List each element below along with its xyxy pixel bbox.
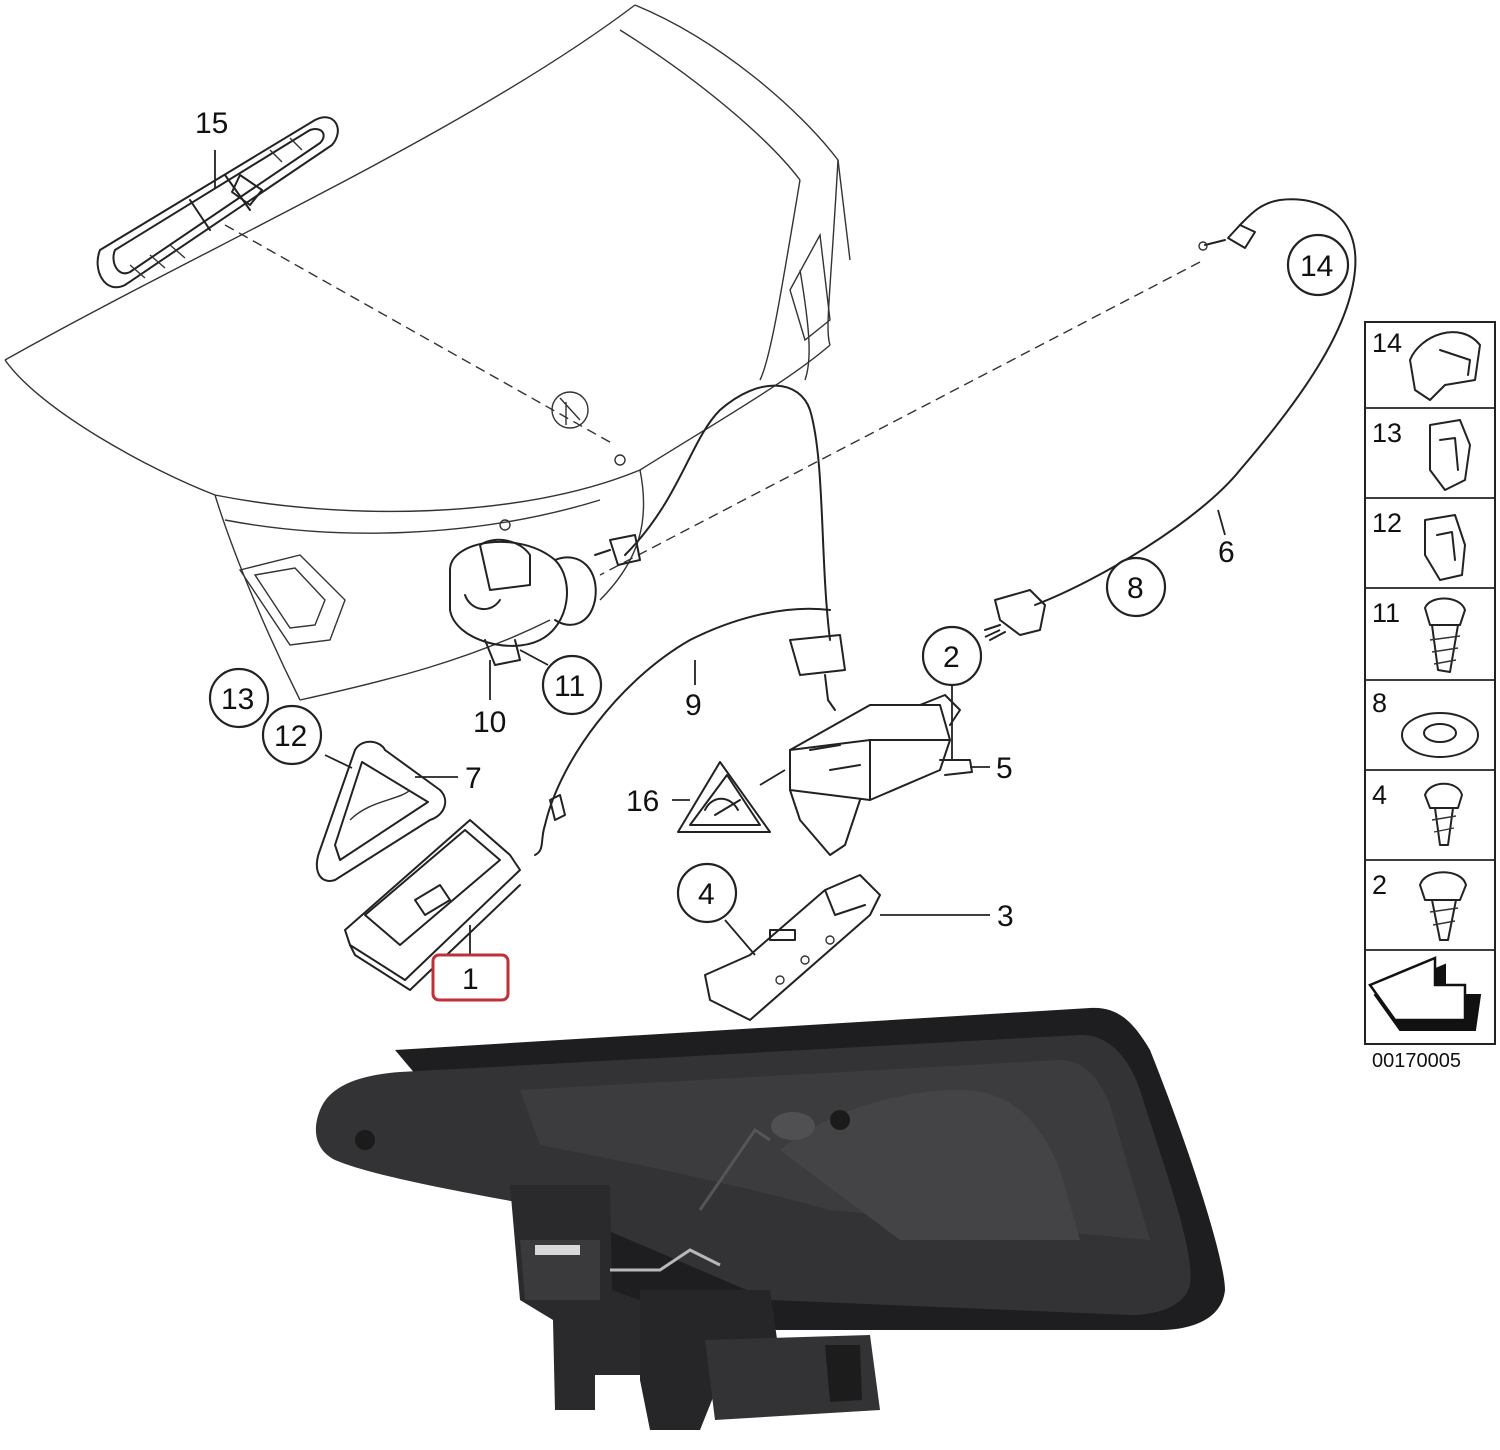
callout-3: 3 <box>997 900 1014 933</box>
part-3-bracket <box>704 874 881 1021</box>
legend-label-2: 2 <box>1372 870 1387 900</box>
callout-12-circle <box>261 704 323 766</box>
trunk-lid-outline <box>4 4 851 701</box>
callout-5: 5 <box>996 752 1013 785</box>
callout-12: 12 <box>274 720 307 753</box>
callout-11: 11 <box>554 670 585 703</box>
callout-4: 4 <box>698 878 715 911</box>
legend-icon-screw-2 <box>1419 871 1467 941</box>
part-9-cable <box>534 384 846 856</box>
callout-4-circle <box>676 862 738 924</box>
part-7-seal <box>315 740 447 882</box>
callout-15: 15 <box>195 107 228 140</box>
legend-label-8: 8 <box>1372 688 1387 718</box>
diagram-number: 00170005 <box>1372 1050 1461 1072</box>
callout-9: 9 <box>685 689 702 722</box>
callout-6: 6 <box>1218 536 1235 569</box>
callout-13-circle <box>208 667 270 729</box>
legend-icon-clip-12 <box>1424 514 1466 581</box>
highlight-box-part-1 <box>431 953 510 1002</box>
leader-12 <box>324 754 353 769</box>
leader-6-dash <box>599 261 1201 576</box>
part-15-handle-strip <box>96 116 339 289</box>
callout-10: 10 <box>473 706 506 739</box>
part-16-warning-label <box>677 761 771 833</box>
part-10-lock-cylinder <box>449 538 597 666</box>
leader-15-dash <box>224 224 616 446</box>
legend-panel <box>1364 321 1496 1045</box>
callout-8-circle <box>1105 556 1167 618</box>
legend-label-12: 12 <box>1372 508 1402 538</box>
callout-11-circle <box>541 654 603 716</box>
product-photo-trunk-handle <box>315 1007 1225 1430</box>
leader-2-cable <box>984 629 1001 638</box>
legend-icon-clip-nut-8 <box>1401 712 1479 758</box>
legend-icon-expansion-nut-11 <box>1424 597 1466 673</box>
leader-16b <box>759 769 786 786</box>
callout-1: 1 <box>462 963 479 996</box>
legend-icon-screw-4 <box>1424 782 1463 846</box>
callout-2: 2 <box>943 641 960 674</box>
callout-8: 8 <box>1127 572 1144 605</box>
legend-icon-arrow <box>1368 956 1482 1031</box>
callout-2-circle <box>921 625 983 687</box>
leader-6 <box>1217 509 1226 536</box>
callout-14: 14 <box>1300 250 1333 283</box>
callout-14-circle <box>1286 233 1350 297</box>
legend-label-11: 11 <box>1372 598 1400 628</box>
callout-7: 7 <box>465 762 482 795</box>
legend-icon-clip-13 <box>1429 419 1471 491</box>
callout-16: 16 <box>626 785 659 818</box>
part-6-cable <box>1034 198 1357 606</box>
part-1-handle-drawing <box>344 819 521 991</box>
legend-label-4: 4 <box>1372 780 1387 810</box>
legend-icon-clip-14 <box>1409 331 1481 401</box>
part-5-lock <box>789 694 973 856</box>
callout-13: 13 <box>221 683 254 716</box>
leader-11 <box>519 649 549 666</box>
part-8-clip-on-cable <box>984 589 1046 641</box>
leader-4 <box>724 919 756 956</box>
legend-label-13: 13 <box>1372 418 1402 448</box>
legend-label-14: 14 <box>1372 328 1402 358</box>
